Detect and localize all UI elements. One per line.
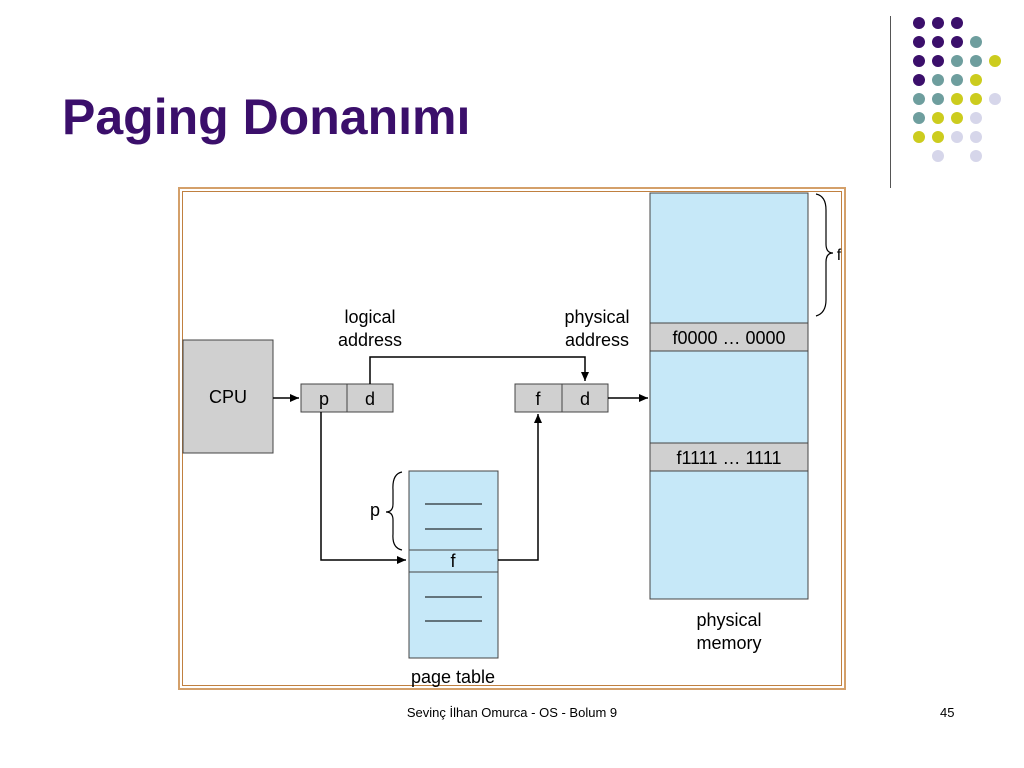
dot	[951, 17, 963, 29]
dot	[913, 17, 925, 29]
paging-hardware-diagram: CPU p d logical address f d physical add…	[182, 192, 842, 687]
dot	[932, 131, 944, 143]
arrow-page-number-p	[320, 412, 406, 564]
page-table-entry-f	[408, 549, 499, 573]
physical-memory-label-line2: memory	[696, 633, 761, 653]
physical-d-box	[561, 383, 609, 413]
physical-address-label-line1: physical	[564, 307, 629, 327]
dot	[970, 55, 982, 67]
physical-d-label: d	[580, 389, 590, 409]
dot	[932, 112, 944, 124]
dot	[951, 93, 963, 105]
physical-memory-box	[649, 192, 809, 600]
dot	[989, 93, 1001, 105]
frame-end-row	[649, 442, 809, 472]
dot	[951, 112, 963, 124]
physical-address-label-line2: address	[565, 330, 629, 350]
dot	[970, 112, 982, 124]
dot	[951, 55, 963, 67]
dot	[970, 93, 982, 105]
dot	[932, 17, 944, 29]
dot	[989, 55, 1001, 67]
dot	[932, 36, 944, 48]
physical-memory-label-line1: physical	[696, 610, 761, 630]
dot	[913, 74, 925, 86]
logical-address-label-line1: logical	[344, 307, 395, 327]
cpu-box	[182, 339, 274, 454]
frame-start-row	[649, 322, 809, 352]
footer-text: Sevinç İlhan Omurca - OS - Bolum 9	[406, 705, 618, 720]
page-table-p-brace	[385, 471, 403, 551]
dot	[932, 150, 944, 162]
dot	[951, 131, 963, 143]
dot	[951, 36, 963, 48]
dot	[913, 55, 925, 67]
title-divider	[890, 16, 891, 188]
dot	[951, 74, 963, 86]
dot	[913, 93, 925, 105]
frame-end-label: f1111 … 1111	[676, 448, 781, 468]
memory-f-brace	[815, 193, 834, 317]
logical-d-label: d	[365, 389, 375, 409]
page-table-label: page table	[411, 667, 495, 687]
logical-d-box	[346, 383, 394, 413]
slide-title: Paging Donanımı	[62, 89, 471, 145]
page-table-entry-f-label: f	[450, 551, 456, 571]
arrow-offset-d	[369, 356, 589, 384]
logical-p-label: p	[319, 389, 329, 409]
dot	[932, 55, 944, 67]
page-table-p-label: p	[370, 500, 380, 520]
dot	[913, 131, 925, 143]
dot	[970, 36, 982, 48]
dot	[970, 131, 982, 143]
decorative-dot-grid	[913, 17, 1001, 162]
dot	[970, 150, 982, 162]
dot	[970, 74, 982, 86]
frame-start-label: f0000 … 0000	[672, 328, 785, 348]
dot	[913, 112, 925, 124]
arrow-frame-number-f	[498, 414, 542, 561]
dot	[913, 36, 925, 48]
memory-f-label: f	[837, 247, 842, 264]
page-number: 45	[940, 705, 955, 720]
physical-f-label: f	[535, 389, 541, 409]
dot	[932, 74, 944, 86]
logical-address-label-line2: address	[338, 330, 402, 350]
dot	[932, 93, 944, 105]
cpu-label: CPU	[209, 387, 247, 407]
